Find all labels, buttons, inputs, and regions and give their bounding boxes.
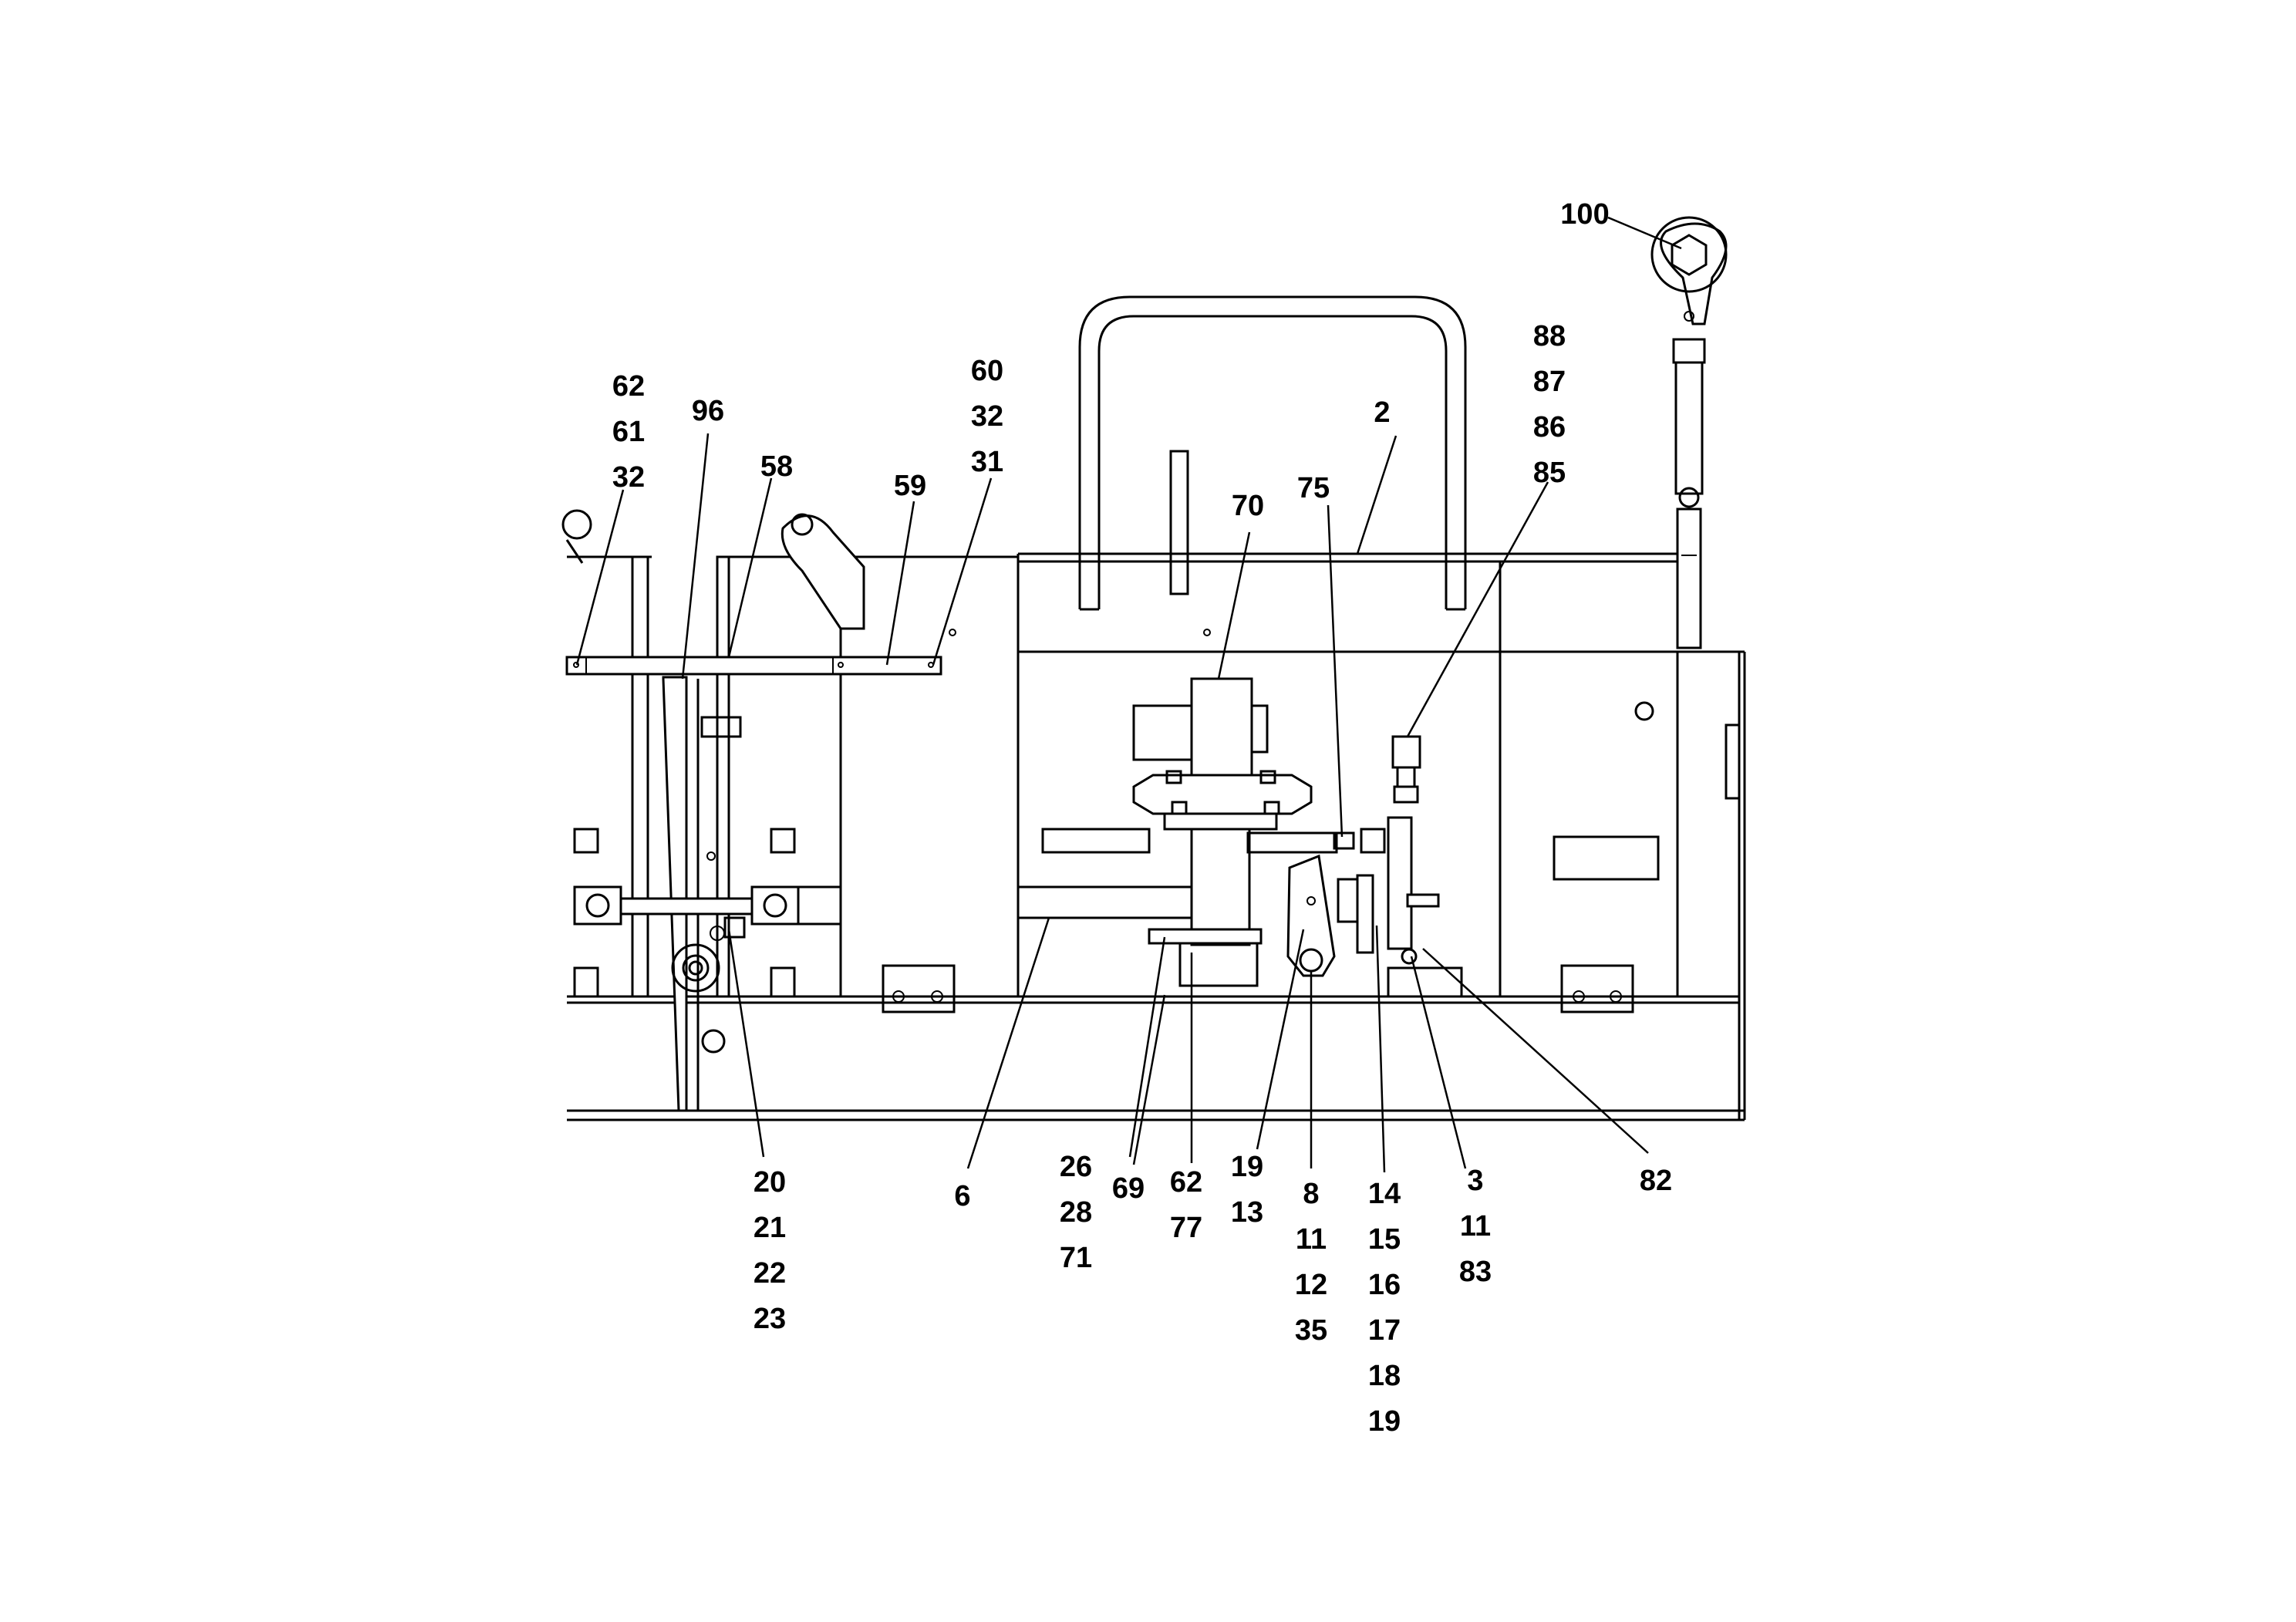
callout-number: 88	[1533, 320, 1566, 352]
callout-62-61-32: 62 61 32	[612, 370, 645, 494]
callout-number: 31	[971, 446, 1003, 478]
callout-59: 59	[894, 470, 926, 502]
callout-number: 17	[1368, 1314, 1401, 1347]
left-linkage	[561, 509, 942, 1112]
callout-60-32-31: 60 32 31	[971, 355, 1003, 478]
callout-number: 71	[1060, 1242, 1092, 1274]
callout-number: 14	[1368, 1178, 1401, 1210]
callout-number: 86	[1533, 411, 1566, 443]
callout-100: 100	[1560, 198, 1609, 231]
callout-number: 59	[894, 470, 926, 502]
callout-number: 35	[1295, 1314, 1327, 1347]
callout-number: 2	[1374, 396, 1390, 429]
callout-number: 8	[1303, 1178, 1319, 1210]
callout-3-11-83: 3 11 83	[1459, 1165, 1492, 1288]
pump-unit	[1132, 677, 1355, 987]
callout-20-23: 20 21 22 23	[754, 1166, 786, 1335]
callout-8-11-12-35: 8 11 12 35	[1295, 1178, 1327, 1347]
callout-number: 82	[1640, 1165, 1672, 1197]
callout-number: 83	[1459, 1256, 1492, 1288]
callout-number: 69	[1112, 1172, 1145, 1205]
callout-number: 100	[1560, 198, 1609, 231]
callout-96: 96	[692, 395, 724, 427]
callout-number: 60	[971, 355, 1003, 387]
callout-number: 20	[754, 1166, 786, 1199]
callout-number: 13	[1231, 1196, 1263, 1229]
callout-number: 18	[1368, 1360, 1401, 1392]
callout-number: 70	[1232, 490, 1264, 522]
callout-number: 85	[1533, 457, 1566, 489]
callout-82: 82	[1640, 1165, 1672, 1197]
callout-number: 12	[1295, 1269, 1327, 1301]
callout-70: 70	[1232, 490, 1264, 522]
callout-number: 75	[1297, 472, 1330, 504]
lever-assembly	[1650, 216, 1728, 649]
callout-26-28-71: 26 28 71	[1060, 1151, 1092, 1274]
callout-number: 96	[692, 395, 724, 427]
callout-number: 26	[1060, 1151, 1092, 1183]
callout-number: 62	[612, 370, 645, 403]
callout-number: 87	[1533, 366, 1566, 398]
callout-number: 58	[760, 450, 793, 483]
callout-number: 19	[1231, 1151, 1263, 1183]
callout-number: 22	[754, 1257, 786, 1290]
callout-number: 3	[1467, 1165, 1483, 1197]
callout-number: 11	[1460, 1210, 1491, 1243]
callout-88-85: 88 87 86 85	[1533, 320, 1566, 489]
callout-number: 32	[612, 461, 645, 494]
callout-number: 32	[971, 400, 1003, 433]
callout-number: 19	[1368, 1405, 1401, 1438]
callout-58: 58	[760, 450, 793, 483]
callout-number: 11	[1296, 1223, 1327, 1256]
callout-69: 69	[1112, 1172, 1145, 1205]
callout-number: 21	[754, 1212, 786, 1244]
callout-6: 6	[954, 1180, 970, 1212]
callout-number: 15	[1368, 1223, 1401, 1256]
cylinder-assembly	[1391, 735, 1421, 804]
callout-number: 23	[754, 1303, 786, 1335]
callout-number: 16	[1368, 1269, 1401, 1301]
callout-number: 28	[1060, 1196, 1092, 1229]
callout-14-19: 14 15 16 17 18 19	[1368, 1178, 1401, 1438]
steering-linkage	[1286, 816, 1440, 977]
callout-number: 6	[954, 1180, 970, 1212]
leader-lines	[575, 216, 1682, 1173]
callout-2: 2	[1374, 396, 1390, 429]
callout-75: 75	[1297, 472, 1330, 504]
callout-number: 61	[612, 416, 645, 448]
machine-frame	[567, 552, 1746, 1121]
callout-number: 77	[1170, 1212, 1202, 1244]
callout-number: 62	[1170, 1166, 1202, 1199]
roll-bar	[1078, 295, 1467, 611]
